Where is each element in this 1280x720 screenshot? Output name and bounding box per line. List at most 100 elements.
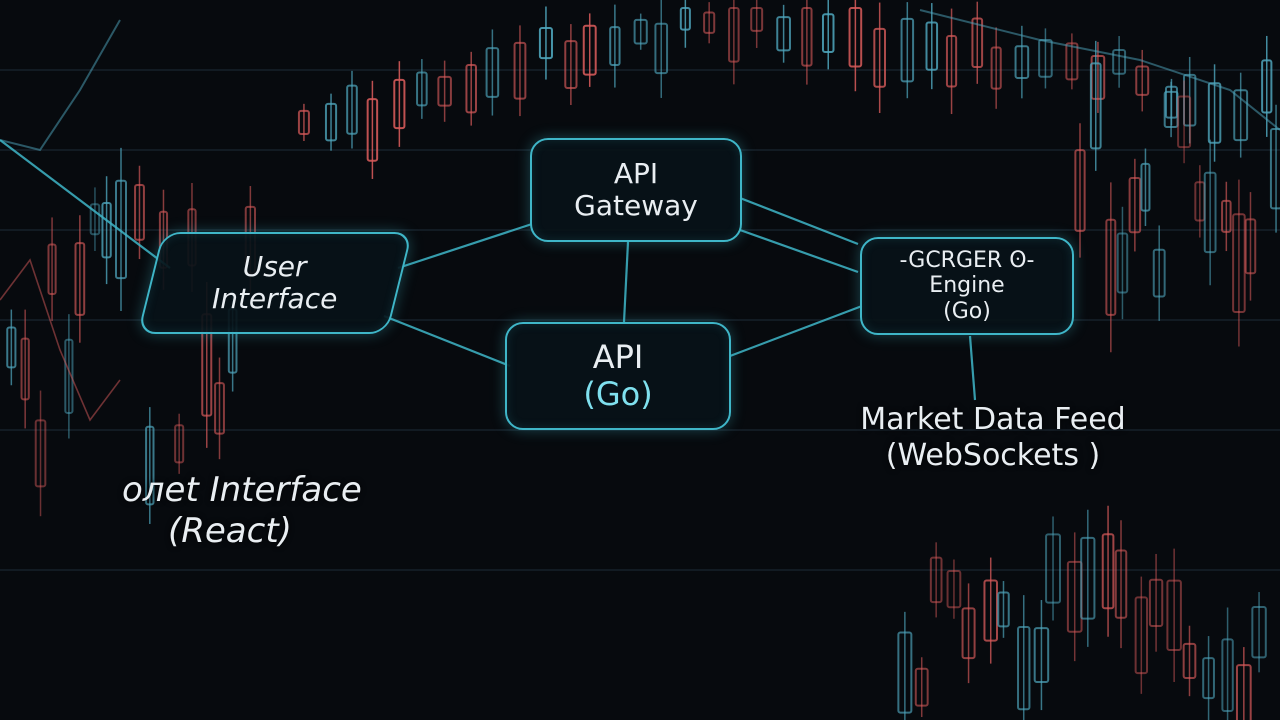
candle-body — [1135, 65, 1150, 96]
candle-body — [873, 27, 886, 88]
candle-body — [47, 243, 57, 295]
candle-body — [538, 26, 553, 60]
candle-body — [34, 419, 47, 488]
frontend-interface-line1: oлet Interface — [122, 470, 362, 510]
candle-body — [1128, 177, 1142, 234]
candle-body — [1207, 82, 1222, 144]
user-interface-node: User Interface — [137, 232, 413, 334]
candle-body — [1182, 642, 1197, 680]
candle-body — [609, 26, 621, 67]
candle-body — [1105, 218, 1117, 316]
frontend-interface-line2: (React) — [168, 510, 292, 551]
candle-body — [1233, 89, 1249, 142]
candle-body — [801, 7, 813, 67]
candle-body — [1101, 533, 1115, 610]
order-engine-line3: (Go) — [943, 298, 991, 324]
candle-body — [990, 46, 1002, 90]
candle-body — [174, 424, 185, 464]
candle-body — [214, 382, 225, 435]
candle-body — [1112, 49, 1127, 75]
candle-body — [89, 203, 101, 236]
connector-line — [397, 222, 533, 270]
candle-body — [437, 75, 452, 107]
trend-line — [0, 19, 121, 152]
candle-body — [1065, 42, 1079, 81]
candle-body — [64, 338, 74, 414]
candle-body — [1261, 59, 1273, 114]
api-go-node: API (Go) — [505, 322, 731, 430]
candle-body — [393, 78, 406, 130]
candle-body — [983, 579, 998, 642]
candle-body — [513, 41, 527, 100]
candle-body — [633, 18, 648, 45]
candle-body — [1140, 162, 1151, 212]
candle-body — [1164, 85, 1178, 119]
candle-body — [1152, 248, 1166, 298]
candle-body — [1232, 213, 1246, 313]
api-gateway-line1: API — [613, 156, 659, 190]
candle-body — [297, 109, 310, 136]
candle-body — [1203, 171, 1217, 254]
candle-body — [1269, 128, 1280, 210]
candle-body — [1114, 549, 1128, 619]
api-go-line1: API — [592, 338, 644, 377]
candle-body — [74, 242, 86, 316]
market-data-feed-label: Market Data Feed (WebSockets ) — [828, 402, 1158, 474]
candle-body — [145, 425, 155, 506]
candle-body — [997, 591, 1010, 628]
candle-body — [6, 326, 17, 369]
candle-body — [564, 40, 578, 89]
order-engine-line1: -GCRGER ʘ- — [899, 248, 1035, 274]
connector-line — [968, 335, 977, 401]
candle-body — [101, 201, 112, 259]
connectors — [0, 139, 977, 401]
candle-body — [485, 47, 500, 98]
candle-body — [914, 667, 929, 707]
candle-body — [1045, 533, 1061, 604]
candle-body — [1251, 605, 1267, 659]
candle-body — [848, 7, 863, 68]
candle-body — [1116, 232, 1129, 294]
candle-body — [821, 13, 835, 54]
api-gateway-node: API Gateway — [530, 138, 742, 242]
candle-body — [1183, 73, 1197, 127]
candle-body — [776, 16, 791, 52]
market-data-feed-line1: Market Data Feed — [860, 402, 1126, 437]
candle-body — [416, 71, 428, 107]
candle-body — [945, 35, 958, 88]
connector-line — [739, 196, 859, 246]
candle-body — [324, 102, 338, 142]
candle-body — [728, 7, 740, 63]
user-interface-line1: User — [243, 249, 307, 283]
connector-line — [383, 314, 511, 368]
candle-body — [1038, 39, 1053, 78]
connector-line — [739, 228, 859, 274]
candle-body — [961, 607, 976, 660]
candle-body — [929, 556, 943, 604]
candle-body — [1134, 596, 1149, 675]
candle-body — [750, 7, 764, 32]
trend-line — [919, 9, 1280, 131]
user-interface-line2: Interface — [212, 282, 338, 315]
candle-body — [1017, 625, 1031, 711]
order-engine-line2: Engine — [929, 273, 1005, 299]
candle-body — [1074, 149, 1086, 232]
candle-body — [679, 7, 691, 31]
candle-body — [946, 569, 962, 609]
market-data-feed-line2: (WebSockets ) — [885, 438, 1101, 473]
candle-body — [1244, 218, 1257, 275]
candle-body — [1148, 578, 1164, 627]
candle-body — [465, 64, 477, 114]
connector-line — [622, 241, 630, 323]
candle-body — [897, 631, 913, 714]
frontend-interface-label: oлet Interface (React) — [118, 470, 458, 552]
connector-line — [0, 139, 171, 269]
api-go-line2: (Go) — [583, 375, 653, 413]
candle-body — [1221, 199, 1232, 233]
order-engine-node: -GCRGER ʘ- Engine (Go) — [860, 237, 1074, 335]
candle-body — [1014, 45, 1030, 79]
api-gateway-line2: Gateway — [574, 189, 698, 222]
candle-body — [1033, 627, 1050, 683]
candle-body — [971, 17, 984, 68]
